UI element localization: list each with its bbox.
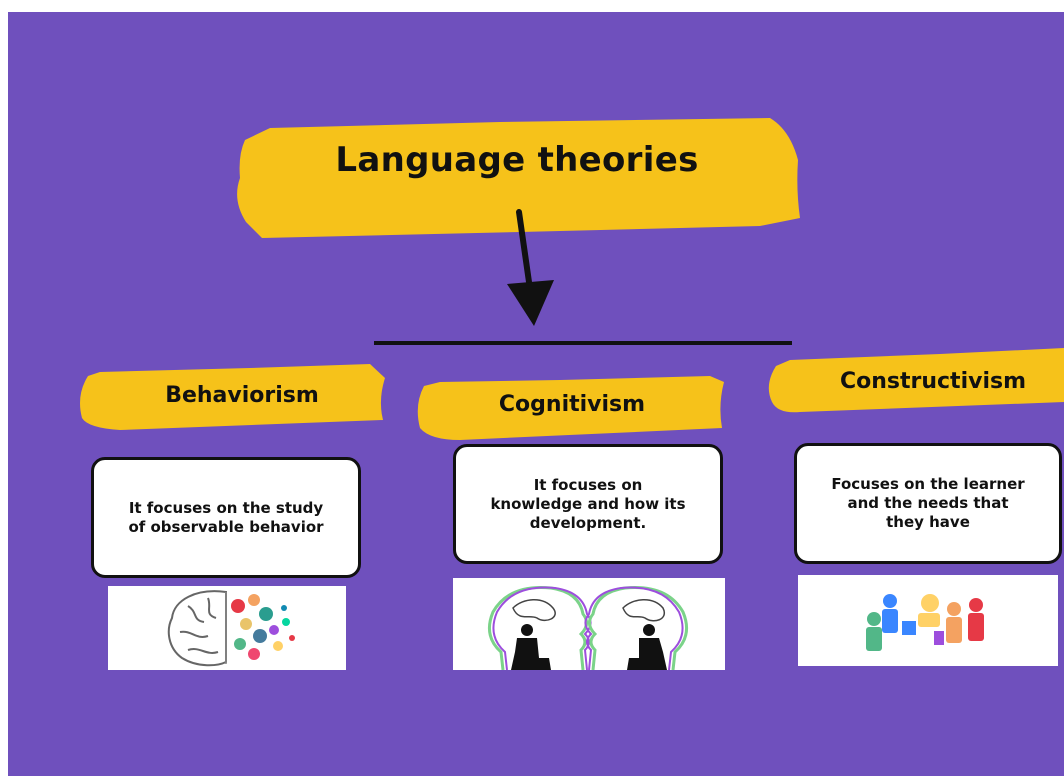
two-heads-icon: [487, 586, 689, 670]
two-heads-image: [453, 578, 725, 670]
cognitivism-description: It focuses on knowledge and how its deve…: [490, 475, 686, 532]
puzzle-figures-image: [798, 575, 1058, 666]
arrow-shaft: [516, 209, 534, 299]
behaviorism-banner: [80, 364, 385, 430]
behaviorism-description: It focuses on the study of observable be…: [128, 498, 324, 536]
behaviorism-description-box: It focuses on the study of observable be…: [91, 457, 361, 578]
behaviorism-label: Behaviorism: [165, 383, 319, 408]
cognitivism-banner: [417, 376, 724, 440]
constructivism-label: Constructivism: [839, 369, 1027, 394]
constructivism-description: Focuses on the learner and the needs tha…: [831, 475, 1025, 531]
cognitivism-label: Cognitivism: [498, 392, 646, 417]
cognitivism-description-box: It focuses on knowledge and how its deve…: [453, 444, 723, 564]
arrow-head-icon: [507, 280, 554, 326]
diagram-title: Language theories: [335, 140, 699, 180]
constructivism-banner: [768, 348, 1064, 413]
brain-image: [108, 586, 346, 670]
constructivism-description-box: Focuses on the learner and the needs tha…: [794, 443, 1062, 564]
brain-icon: [167, 590, 295, 667]
puzzle-figures-icon: [866, 594, 984, 651]
title-banner: [237, 118, 800, 238]
